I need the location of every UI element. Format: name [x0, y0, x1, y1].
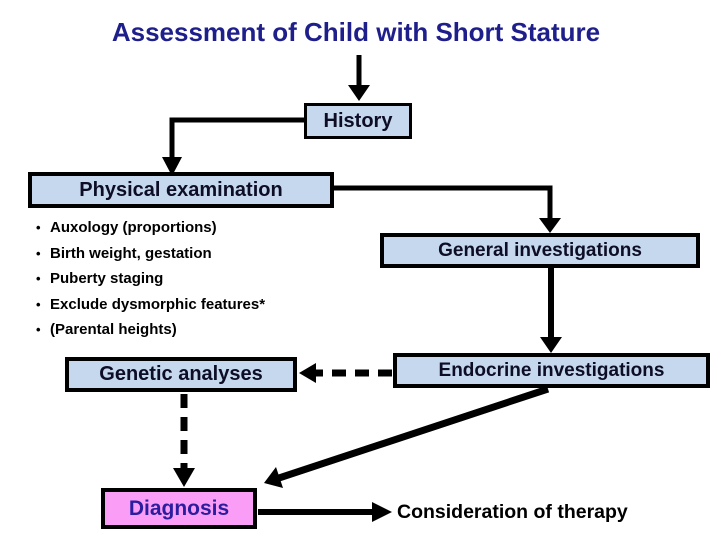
- arrow-endocrine-to-diagnosis: [264, 385, 550, 488]
- bullet-icon: •: [36, 271, 41, 286]
- physical-examination-bullet-list: • Auxology (proportions) • Birth weight,…: [28, 219, 358, 347]
- bullet-text: Exclude dysmorphic features*: [50, 295, 266, 313]
- consideration-of-therapy-label: Consideration of therapy: [397, 501, 628, 523]
- arrow-general-to-endocrine-investigations: [540, 268, 562, 353]
- flow-box-diagnosis: Diagnosis: [101, 488, 257, 529]
- bullet-text: Auxology (proportions): [50, 219, 217, 236]
- list-item: • Exclude dysmorphic features*: [28, 296, 358, 322]
- bullet-icon: •: [36, 220, 41, 235]
- bullet-text: (Parental heights): [50, 321, 177, 338]
- bullet-text: Birth weight, gestation: [50, 244, 212, 262]
- bullet-text: Puberty staging: [50, 270, 164, 287]
- list-item: • Birth weight, gestation: [28, 245, 358, 271]
- flow-box-history: History: [304, 103, 412, 139]
- dashed-arrow-genetic-analyses-to-diagnosis: [173, 394, 195, 487]
- dashed-arrow-endocrine-to-genetic-analyses: [299, 363, 392, 383]
- flow-box-physical-examination: Physical examination: [28, 172, 334, 208]
- bullet-icon: •: [36, 322, 41, 337]
- bullet-icon: •: [36, 245, 41, 261]
- flow-box-endocrine-investigations: Endocrine investigations: [393, 353, 710, 388]
- list-item: • Puberty staging: [28, 270, 358, 296]
- flow-box-general-investigations: General investigations: [380, 233, 700, 268]
- slide-title: Assessment of Child with Short Stature: [111, 17, 601, 47]
- flow-box-genetic-analyses: Genetic analyses: [65, 357, 297, 392]
- arrow-history-to-physical-examination: [162, 117, 305, 176]
- arrow-title-to-history: [348, 55, 370, 101]
- list-item: • Auxology (proportions): [28, 219, 358, 245]
- arrow-physical-examination-to-general-investigations: [333, 185, 561, 233]
- bullet-icon: •: [36, 296, 41, 312]
- list-item: • (Parental heights): [28, 321, 358, 347]
- arrow-diagnosis-to-consideration-of-therapy: [258, 502, 392, 522]
